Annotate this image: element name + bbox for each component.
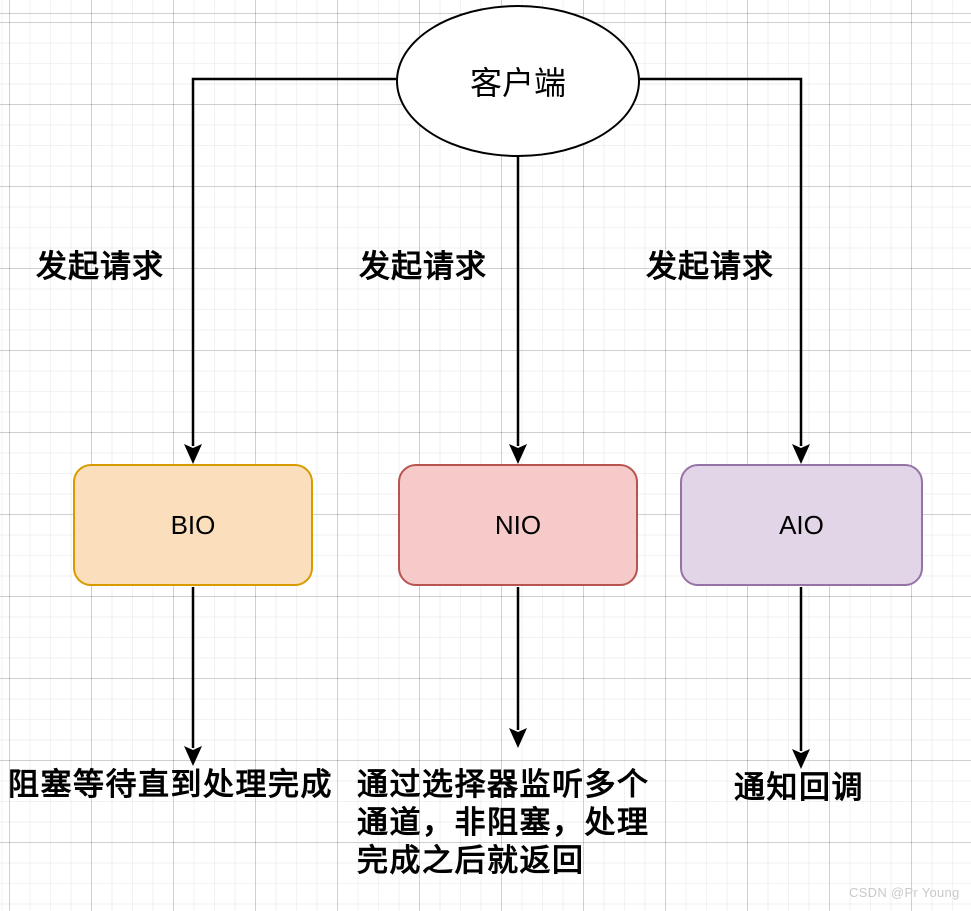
node-client-label: 客户端 (469, 65, 566, 101)
result-aio-text: 通知回调 (734, 770, 864, 805)
node-client: 客户端 (396, 5, 640, 157)
arrowhead-icon (509, 728, 527, 748)
node-aio-label: AIO (779, 509, 824, 540)
edge-label-bio-request: 发起请求 (36, 249, 164, 284)
arrowhead-icon (184, 444, 202, 464)
arrowhead-icon (184, 746, 202, 766)
edge-label-nio-request: 发起请求 (359, 249, 487, 284)
edge-label-aio-request: 发起请求 (646, 249, 774, 284)
result-nio-line-2: 通道，非阻塞，处理 (357, 805, 650, 840)
node-nio: NIO (398, 464, 638, 586)
node-bio: BIO (73, 464, 313, 586)
result-bio-text: 阻塞等待直到处理完成 (8, 767, 333, 802)
arrowhead-icon (792, 749, 810, 769)
watermark: CSDN @Pr Young (849, 885, 960, 900)
node-aio: AIO (680, 464, 923, 586)
node-nio-label: NIO (494, 509, 542, 540)
arrowhead-icon (792, 444, 810, 464)
node-bio-label: BIO (170, 509, 216, 540)
result-nio-line-3: 完成之后就返回 (357, 843, 585, 878)
result-nio-text: 通过选择器监听多个 通道，非阻塞，处理 完成之后就返回 (357, 766, 650, 880)
result-nio-line-1: 通过选择器监听多个 (357, 767, 650, 802)
arrowhead-icon (509, 444, 527, 464)
